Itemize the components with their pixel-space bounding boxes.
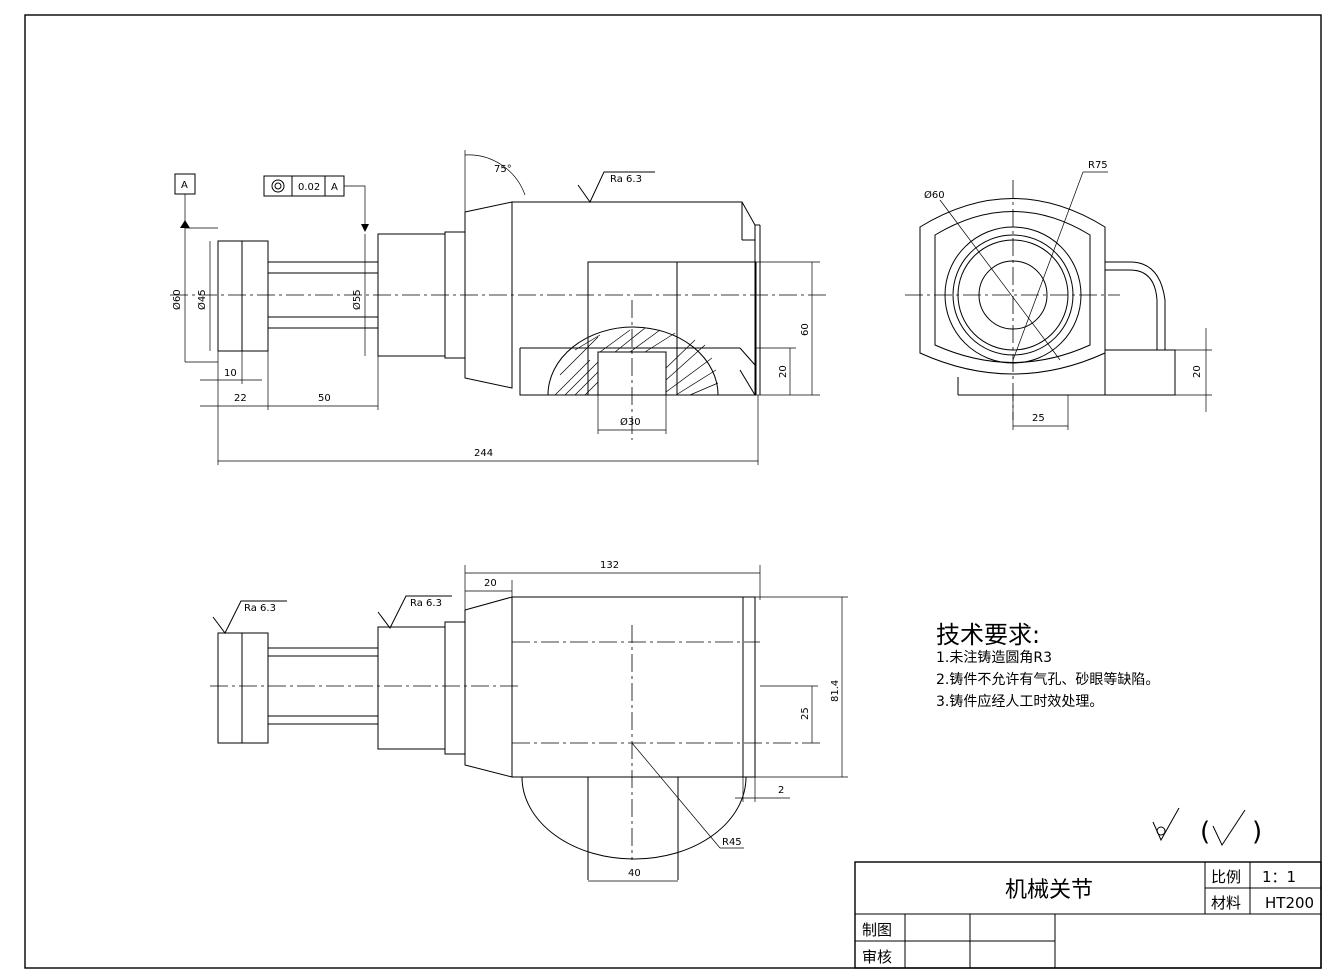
dim-top-20: 20 xyxy=(484,578,497,589)
dim-40: 40 xyxy=(628,868,641,879)
notes-title: 技术要求: xyxy=(936,621,1040,649)
dim-244: 244 xyxy=(474,448,493,459)
note-1: 1.未注铸造圆角R3 xyxy=(936,650,1052,666)
part-name: 机械关节 xyxy=(1005,878,1093,903)
dim-d60-front: Ø60 xyxy=(171,289,183,310)
dim-d55: Ø55 xyxy=(351,289,363,310)
material-value: HT200 xyxy=(1265,894,1314,912)
tolerance-value: 0.02 xyxy=(298,182,320,193)
paren-left: ( xyxy=(1200,817,1210,847)
angle-75-label: 75° xyxy=(494,164,512,175)
drawn-label: 制图 xyxy=(862,921,892,939)
dim-10: 10 xyxy=(224,368,237,379)
dim-132: 132 xyxy=(600,560,619,571)
scale-value: 1：1 xyxy=(1262,868,1296,886)
note-3: 3.铸件应经人工时效处理。 xyxy=(936,693,1103,710)
dim-h20: 20 xyxy=(778,365,789,378)
dim-r75: R75 xyxy=(1088,160,1108,171)
dim-gap-2: 2 xyxy=(778,785,784,796)
roughness-top-2: Ra 6.3 xyxy=(410,598,442,609)
material-label: 材料 xyxy=(1211,894,1241,912)
paren-right: ) xyxy=(1252,817,1262,847)
sheet-border xyxy=(24,14,1322,969)
dim-top-25: 25 xyxy=(800,707,811,720)
front-view: 75° Ra 6.3 A 0.02 A Ø60 Ø45 Ø55 10 xyxy=(170,150,830,465)
dim-side-20: 20 xyxy=(1192,365,1203,378)
general-roughness-symbol: ( ) xyxy=(1152,807,1262,847)
dim-81-4: 81.4 xyxy=(830,680,841,702)
technical-requirements: 技术要求: 1.未注铸造圆角R3 2.铸件不允许有气孔、砂眼等缺陷。 3.铸件应… xyxy=(936,621,1159,710)
dim-d45: Ø45 xyxy=(196,289,208,310)
title-block: 机械关节 比例 1：1 材料 HT200 制图 审核 xyxy=(854,861,1322,969)
roughness-front-label: Ra 6.3 xyxy=(610,174,642,185)
dim-50: 50 xyxy=(318,393,331,404)
dim-r45: R45 xyxy=(722,837,742,848)
datum-a-label: A xyxy=(181,180,188,191)
dim-side-25: 25 xyxy=(1032,413,1045,424)
top-view: Ra 6.3 Ra 6.3 20 132 81.4 25 2 R45 40 xyxy=(210,560,848,882)
dim-h60: 60 xyxy=(800,323,811,336)
scale-label: 比例 xyxy=(1211,868,1241,886)
tolerance-datum: A xyxy=(331,182,338,193)
dim-22: 22 xyxy=(234,393,247,404)
note-2: 2.铸件不允许有气孔、砂眼等缺陷。 xyxy=(936,671,1159,688)
side-view: Ø60 R75 25 20 xyxy=(905,160,1212,430)
checked-label: 审核 xyxy=(862,948,892,966)
dim-side-d60: Ø60 xyxy=(924,189,945,201)
roughness-top-1: Ra 6.3 xyxy=(244,603,276,614)
dim-d30: Ø30 xyxy=(620,416,641,428)
